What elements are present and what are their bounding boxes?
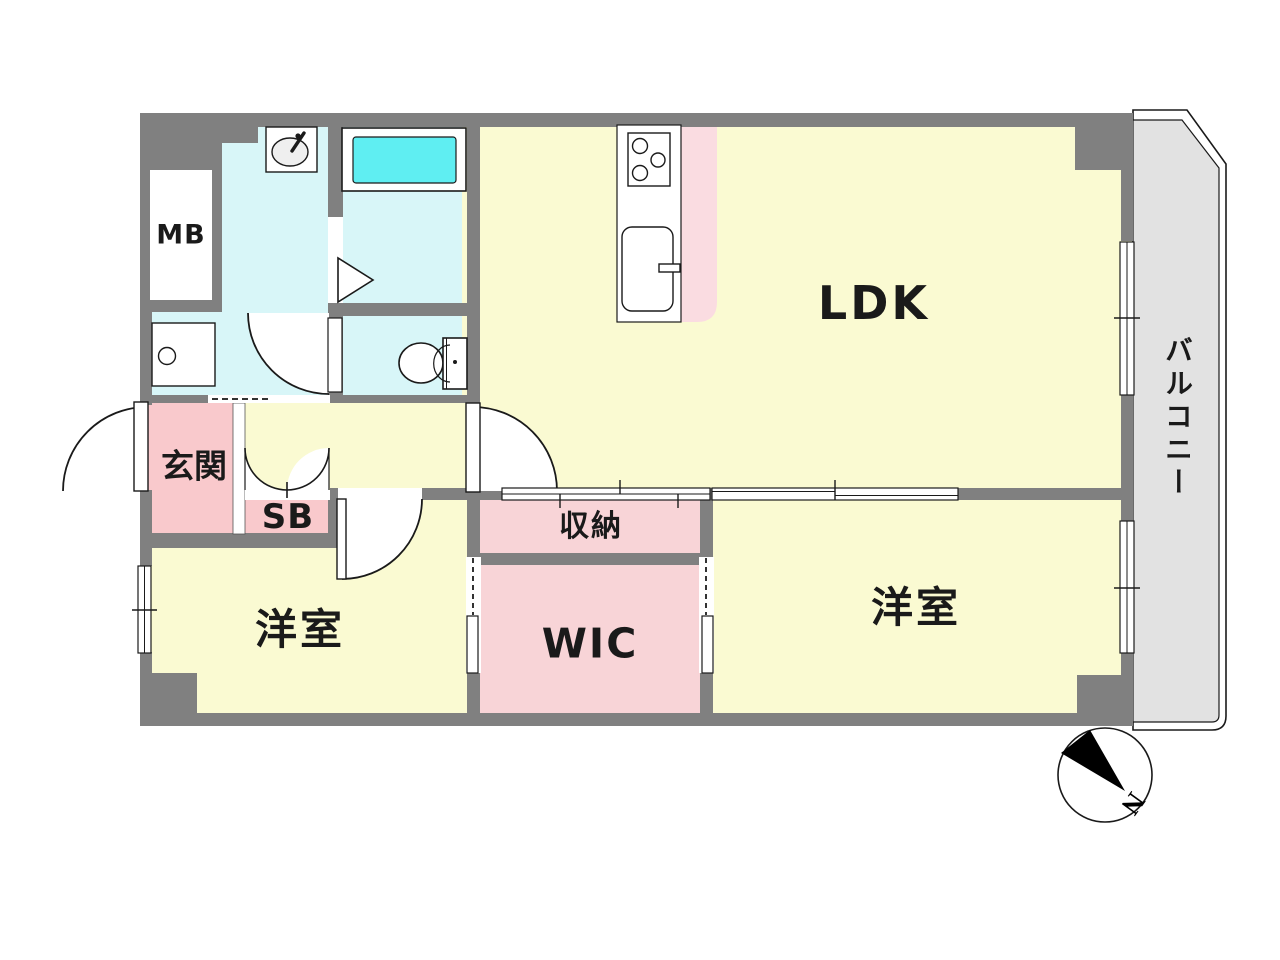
bedroom1-doorway [338, 488, 422, 500]
entrance-door-arc [62, 406, 148, 492]
shoebox-floor [245, 497, 331, 535]
ldk-balcony-window [1114, 241, 1140, 396]
wic-label: WIC [541, 619, 639, 668]
pillar-top-right [1075, 113, 1133, 170]
genkan-floor [148, 403, 245, 535]
bathroom-folding-door [337, 256, 375, 304]
shoebox-door-arc-right [286, 447, 330, 491]
bedroom2-sliding-door [711, 480, 959, 501]
bedroom1-door-leaf [336, 498, 347, 580]
wall-wic-left-lower [467, 673, 480, 713]
wic-sliding-door-left [466, 557, 481, 674]
bedroom1-door-swing [342, 499, 422, 579]
bedroom1-window [132, 565, 157, 654]
washing-machine-icon [151, 322, 216, 387]
balcony-deck [1132, 119, 1220, 723]
ldk-door-arc [472, 406, 558, 492]
balcony-label: バルコニー [1161, 335, 1194, 501]
washroom-door-arc [247, 312, 330, 395]
genkan-label: 玄関 [161, 446, 227, 486]
pillar-bottom-right [1077, 675, 1133, 713]
meterbox-label: MB [156, 219, 206, 251]
wic-sliding-door-right [699, 557, 714, 674]
ldk-door-leaf [465, 402, 481, 493]
entrance-door-leaf [133, 401, 149, 492]
storage-sliding-door [501, 480, 711, 508]
storage-label: 収納 [559, 509, 623, 544]
shoebox-label: SB [261, 497, 315, 537]
wall-genkan-bottom [140, 533, 332, 548]
wall-wet-ldk [467, 113, 480, 405]
kitchen-unit [616, 124, 682, 323]
north-compass-icon: N [1057, 727, 1153, 823]
windows [132, 241, 1140, 654]
wall-bath-toilet [328, 303, 467, 316]
bathtub-icon [341, 127, 467, 192]
bedroom1-door-arc [341, 498, 423, 580]
wall-left-mid [140, 490, 152, 566]
bedroom1-label: 洋室 [254, 605, 346, 654]
ldk-floor [462, 113, 1133, 500]
bedroom2-floor [700, 488, 1133, 725]
pillar-top-step [222, 113, 258, 143]
toilet-door-leaf [327, 317, 343, 393]
kitchen-counter-band [681, 125, 717, 322]
compass-needle [1061, 730, 1125, 791]
wall-right-mid [1121, 395, 1133, 521]
meter-box [150, 170, 212, 300]
shoebox-door-arc-left [244, 447, 288, 491]
shoebox-door-gap [245, 448, 329, 490]
ldk-door-swing [473, 407, 557, 491]
wall-wic-right-lower [700, 673, 713, 713]
doors [62, 217, 959, 674]
kitchen-stove-icon [627, 132, 671, 187]
pillar-bottom-left [140, 673, 197, 725]
wall-bottom [140, 713, 1133, 726]
toilet-icon [398, 337, 468, 390]
wall-ldk-bedroom2 [958, 488, 1121, 500]
entrance-door-swing [63, 407, 147, 491]
wall-top [140, 113, 1133, 127]
bedroom2-label: 洋室 [870, 583, 962, 632]
washroom-door-swing [248, 313, 329, 394]
bedroom2-balcony-window [1114, 520, 1140, 654]
washroom-doorway [208, 395, 330, 403]
room-fills [140, 113, 1133, 725]
wall-storage-wic [467, 553, 713, 565]
fixtures [151, 124, 682, 390]
vanity-sink-icon [265, 126, 318, 173]
wall-wic-right-upper [700, 500, 713, 557]
balcony-area [1132, 109, 1227, 731]
ldk-label: LDK [817, 276, 931, 330]
wall-wic-left-upper [467, 500, 480, 557]
genkan-step-strip [232, 402, 246, 535]
kitchen-sink-icon [621, 226, 681, 312]
storage-wic-floor [467, 497, 713, 713]
wall-toilet-bottom [330, 395, 480, 403]
